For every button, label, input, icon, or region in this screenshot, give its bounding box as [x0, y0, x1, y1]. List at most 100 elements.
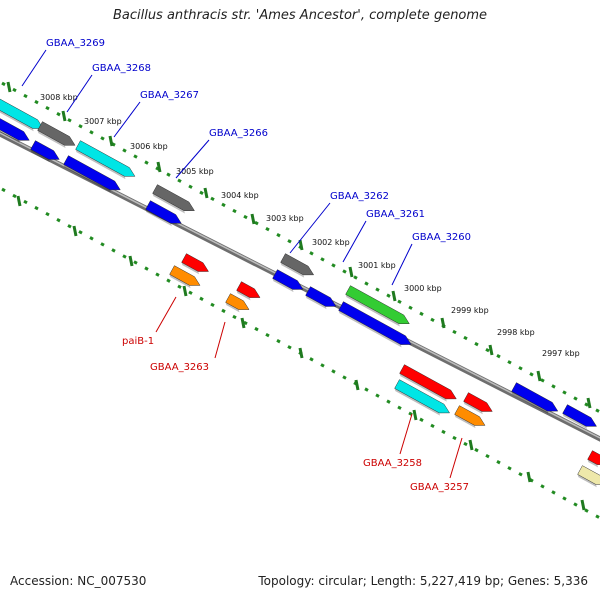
gene-label: GBAA_3261 [366, 209, 425, 220]
inner-ruler-dot [485, 453, 490, 459]
gene-arrow-blue-shadow [63, 164, 111, 193]
inner-ruler-dot [199, 296, 204, 301]
gene-arrow-orange-shadow [169, 274, 191, 289]
inner-major-tick [298, 347, 304, 359]
scale-label: 3005 kbp [176, 167, 214, 176]
outer-major-tick [488, 344, 494, 356]
gene-arrow-red [181, 253, 209, 272]
gene-arrow-cyan-shadow [0, 106, 34, 132]
inner-ruler-dot [287, 345, 292, 350]
outer-ruler-dot [188, 184, 193, 189]
outer-ruler-dot [485, 347, 490, 353]
feature-layer [0, 97, 600, 488]
outer-ruler-dot [573, 396, 578, 401]
inner-ruler-dot [232, 314, 237, 320]
gene-label-connector [21, 49, 47, 87]
inner-ruler-dot [452, 435, 457, 441]
inner-major-tick [128, 255, 134, 267]
outer-ruler-dot [276, 233, 281, 238]
inner-ruler-dot [133, 260, 138, 265]
inner-ruler-dot [12, 193, 17, 199]
gene-arrow-gray-shadow [152, 193, 185, 214]
inner-ruler-dot [507, 466, 512, 471]
outer-ruler-dot [144, 160, 149, 165]
gene-label: GBAA_3263 [150, 362, 209, 373]
gene-arrow-blue-shadow [0, 126, 20, 144]
tick-layer [1, 81, 600, 519]
inner-major-tick [580, 499, 586, 511]
outer-ruler-dot [177, 178, 182, 183]
gene-arrow-blue-shadow [30, 149, 50, 163]
inner-major-tick [468, 439, 474, 451]
inner-ruler-dot [276, 339, 281, 344]
inner-major-tick [412, 409, 418, 421]
outer-ruler-dot [474, 341, 479, 347]
scale-label: 3004 kbp [221, 191, 259, 200]
inner-ruler-dot [122, 254, 127, 259]
inner-ruler-dot [375, 393, 380, 398]
scale-label: 3006 kbp [130, 142, 168, 151]
gene-label: GBAA_3268 [92, 63, 151, 74]
inner-ruler-dot [89, 236, 94, 241]
gene-label-connector [289, 202, 331, 254]
scale-label: 2997 kbp [542, 349, 580, 358]
inner-major-tick [182, 285, 188, 297]
gene-arrow-blue-shadow [272, 278, 294, 293]
outer-major-tick [203, 187, 209, 199]
gene-arrow-orange [225, 293, 250, 310]
outer-ruler-dot [595, 408, 600, 413]
outer-ruler-dot [45, 105, 50, 111]
inner-ruler-dot [573, 502, 578, 507]
inner-major-tick [72, 225, 78, 237]
gene-arrow-orange [454, 405, 486, 426]
inner-ruler-dot [34, 205, 39, 211]
gene-arrow-blue [272, 269, 304, 290]
gene-arrow-gray [37, 121, 76, 146]
inner-ruler-dot [364, 387, 369, 392]
outer-ruler-dot [540, 378, 545, 383]
inner-ruler-dot [243, 320, 248, 326]
gene-arrow-blue-shadow [145, 209, 172, 227]
inner-ruler-dot [463, 441, 468, 447]
outer-major-tick [156, 161, 162, 173]
inner-ruler-dot [342, 375, 347, 380]
gene-arrow-gray [280, 253, 315, 276]
outer-ruler-dot [89, 130, 94, 135]
outer-ruler-dot [309, 251, 314, 256]
gene-label: GBAA_3267 [140, 90, 199, 101]
outer-ruler-dot [375, 287, 380, 292]
gene-label-connector [175, 139, 210, 179]
inner-ruler-dot [78, 230, 83, 235]
map-title: Bacillus anthracis str. 'Ames Ancestor',… [112, 8, 488, 23]
inner-ruler-dot [177, 284, 182, 289]
outer-ruler-dot [419, 311, 424, 316]
gene-arrow-cyan [0, 97, 44, 129]
scale-label: 2998 kbp [497, 328, 535, 337]
inner-ruler-dot [595, 514, 600, 519]
inner-ruler-dot [254, 326, 259, 332]
gene-arrow-blue [63, 155, 121, 191]
inner-ruler-dot [331, 369, 336, 374]
inner-ruler-dot [562, 496, 567, 501]
inner-ruler-dot [584, 508, 589, 513]
gene-arrow-green [345, 285, 410, 324]
gene-arrow-yellow-shadow [577, 474, 597, 488]
gene-arrow-red [399, 364, 457, 400]
inner-ruler-dot [551, 490, 556, 495]
inner-ruler-dot [518, 472, 523, 477]
inner-ruler-dot [265, 332, 270, 338]
gene-label: GBAA_3260 [412, 232, 471, 243]
gene-arrow-blue [145, 200, 182, 224]
gene-arrow-blue-shadow [305, 295, 327, 310]
gene-label-connector [113, 101, 141, 138]
inner-ruler-dot [56, 218, 61, 223]
gene-arrow-yellow [577, 465, 600, 485]
gene-arrow-orange [169, 265, 201, 286]
gene-arrow-red-shadow [399, 373, 447, 402]
inner-ruler-dot [1, 187, 6, 193]
gene-arrow-orange-shadow [454, 414, 476, 429]
inner-ruler-dot [441, 429, 446, 435]
outer-major-tick [298, 239, 304, 251]
